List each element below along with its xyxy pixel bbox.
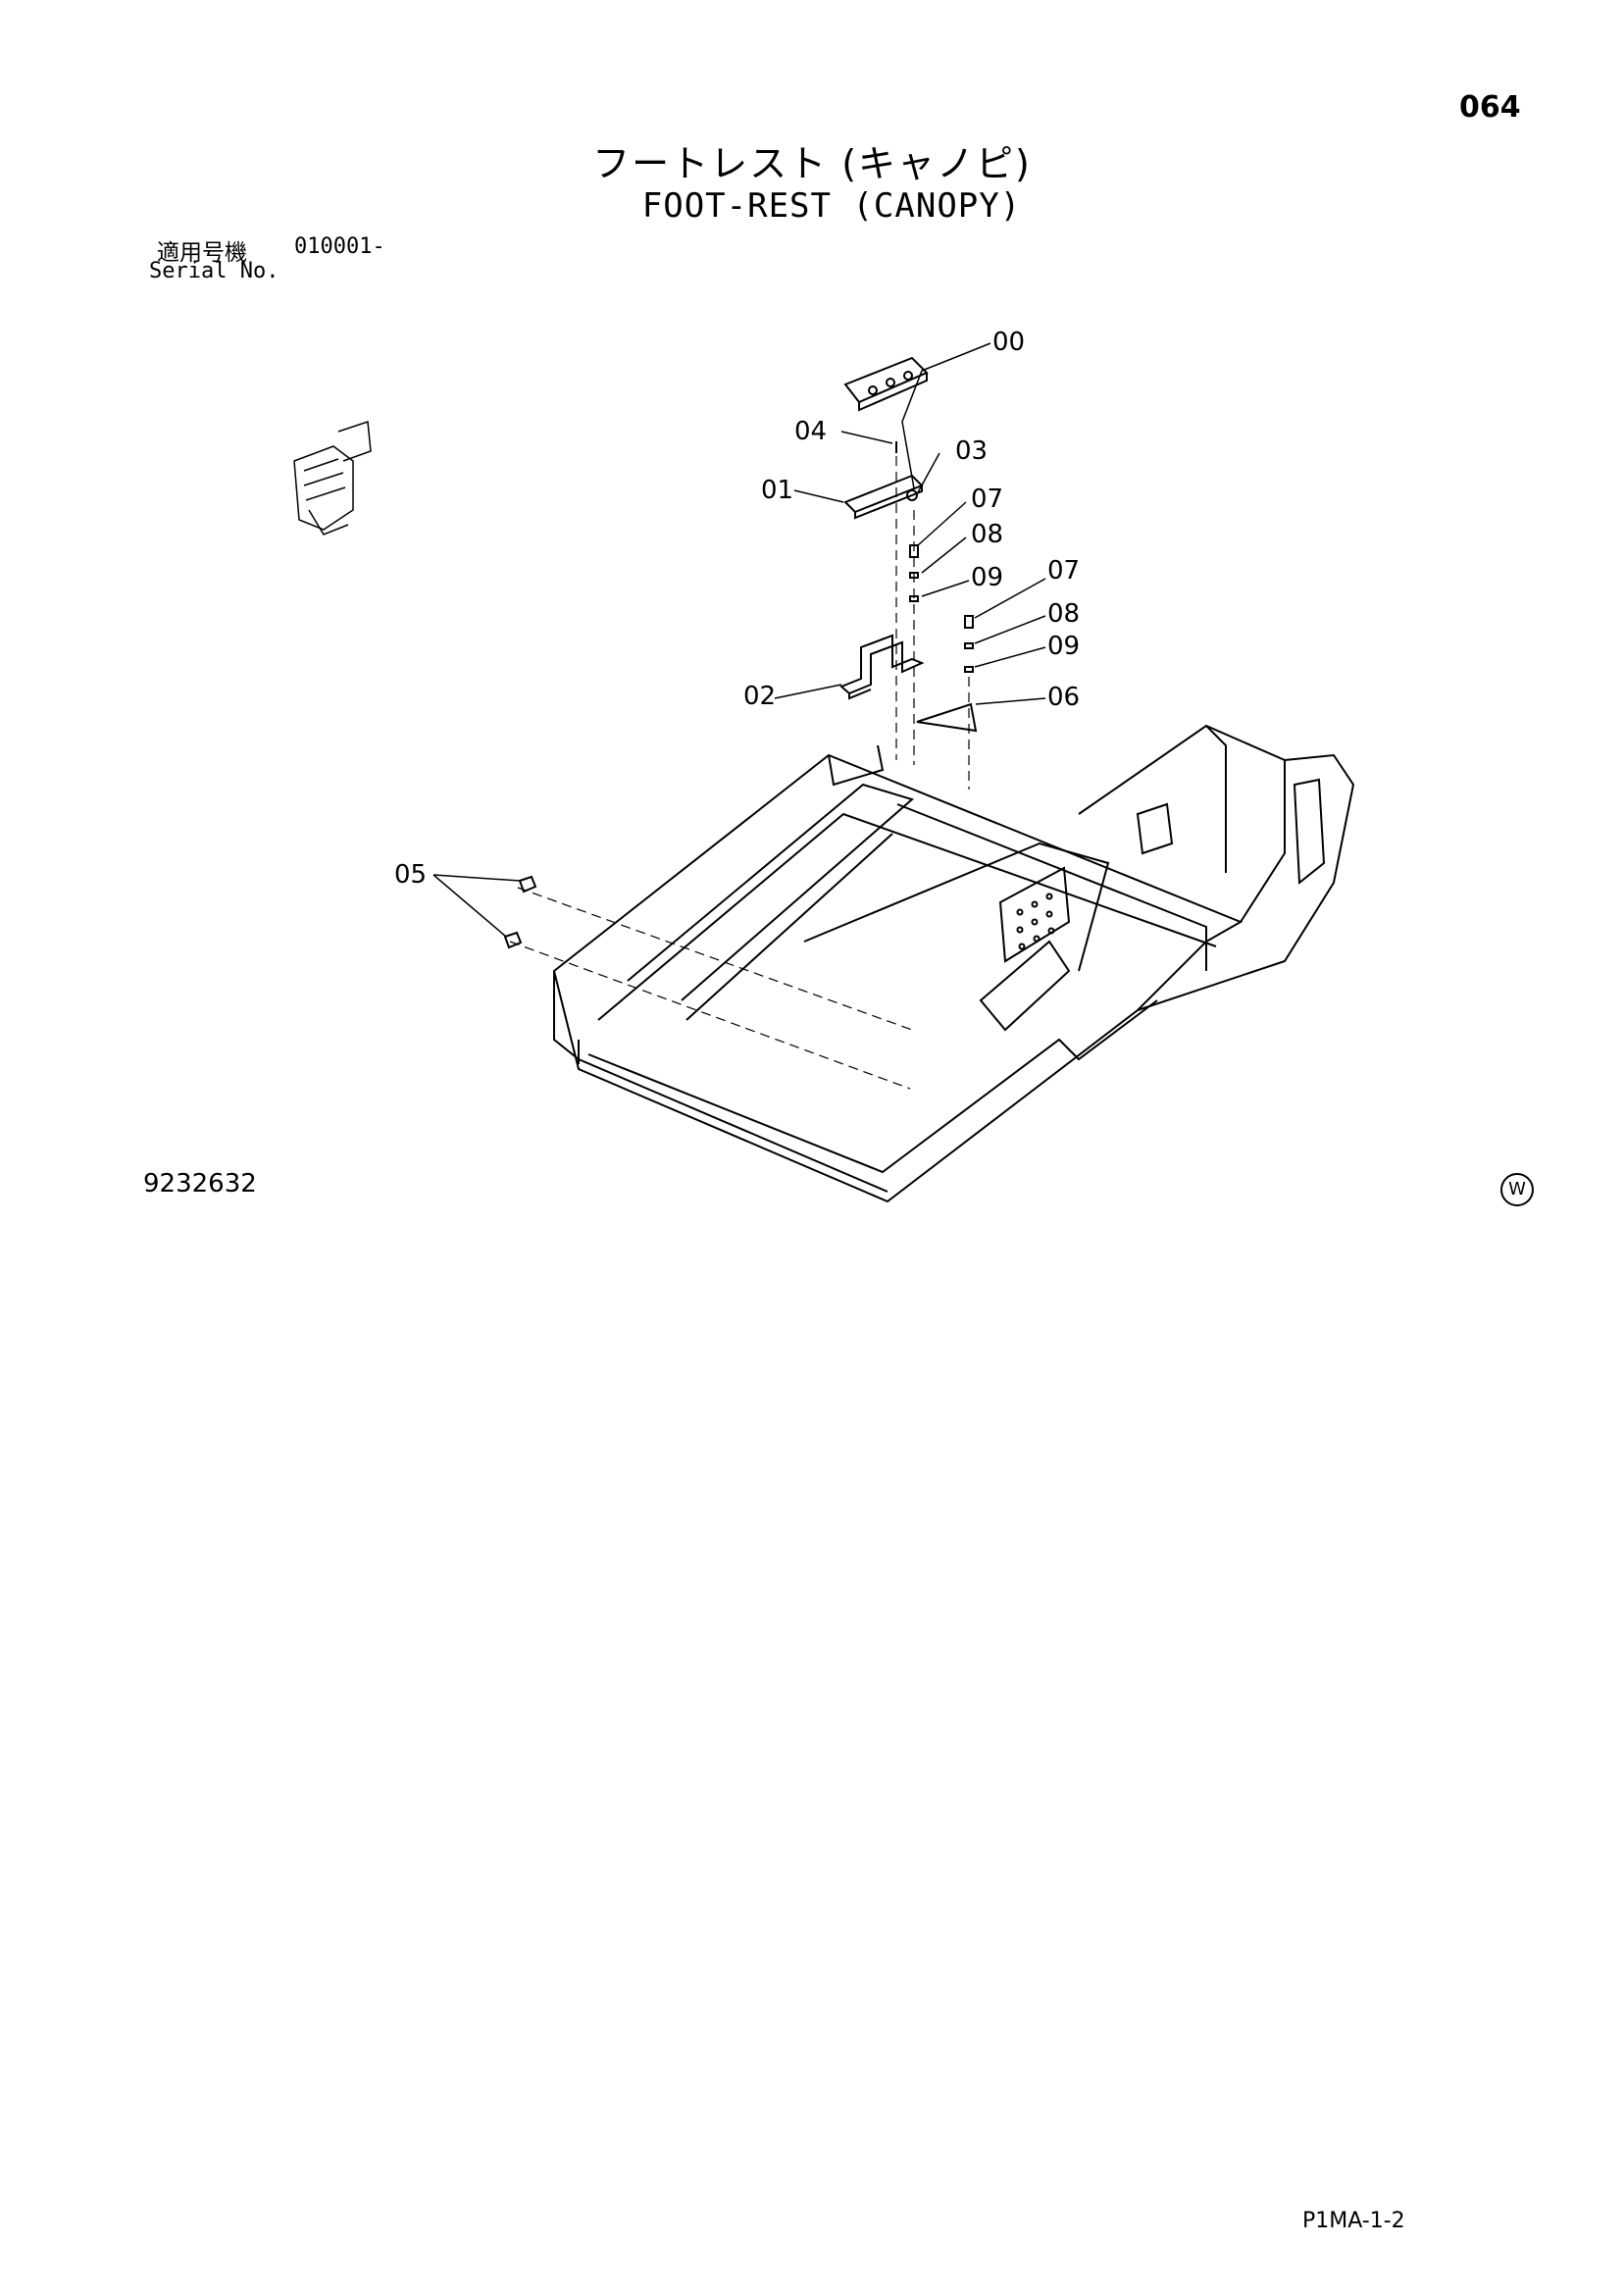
callout-05: 05 bbox=[394, 860, 427, 890]
part-01-plate bbox=[843, 474, 924, 520]
callout-08-upper: 08 bbox=[971, 520, 1003, 549]
drawing-number: 9232632 bbox=[143, 1169, 257, 1199]
callout-07-lower: 07 bbox=[1047, 556, 1080, 586]
callout-00: 00 bbox=[992, 328, 1025, 357]
callout-01: 01 bbox=[761, 476, 793, 505]
perforated-plate bbox=[998, 866, 1071, 963]
part-02-u-bracket bbox=[839, 634, 925, 700]
part-03-nut bbox=[906, 489, 918, 501]
circled-w-mark: W bbox=[1500, 1173, 1534, 1206]
leader-lines bbox=[432, 342, 1046, 938]
title-english: FOOT-REST (CANOPY) bbox=[641, 186, 1022, 226]
callout-labels: 00 04 03 01 07 08 09 07 08 09 02 06 05 bbox=[394, 328, 1080, 890]
parts-diagram: 00 04 03 01 07 08 09 07 08 09 02 06 05 bbox=[293, 328, 1355, 1203]
alignment-lines bbox=[509, 456, 970, 1090]
callout-06: 06 bbox=[1047, 683, 1080, 712]
callout-02: 02 bbox=[743, 682, 776, 711]
page-number: 064 bbox=[1459, 90, 1521, 125]
serial-label-english: Serial No. bbox=[149, 259, 279, 283]
title-japanese: フートレスト (キャノピ) bbox=[592, 142, 1032, 185]
callout-09-upper: 09 bbox=[971, 563, 1003, 592]
floor-frame bbox=[552, 744, 1243, 1203]
serial-label-japanese: 適用号機 bbox=[157, 240, 247, 266]
callout-07-upper: 07 bbox=[971, 485, 1003, 514]
callout-09-lower: 09 bbox=[1047, 632, 1080, 661]
serial-range: 010001- bbox=[294, 234, 385, 259]
callout-04: 04 bbox=[794, 417, 827, 446]
part-06-plate bbox=[916, 702, 978, 733]
part-00-bracket bbox=[843, 356, 929, 412]
part-05-bolts bbox=[503, 875, 537, 949]
page-code: P1MA-1-2 bbox=[1302, 2209, 1405, 2233]
side-hood bbox=[1078, 724, 1355, 1011]
parts-drawing bbox=[293, 342, 1355, 1203]
machine-thumbnail-icon bbox=[293, 420, 372, 536]
callout-08-lower: 08 bbox=[1047, 599, 1080, 629]
callout-03: 03 bbox=[955, 436, 988, 466]
fastener-stack-right bbox=[964, 615, 974, 673]
